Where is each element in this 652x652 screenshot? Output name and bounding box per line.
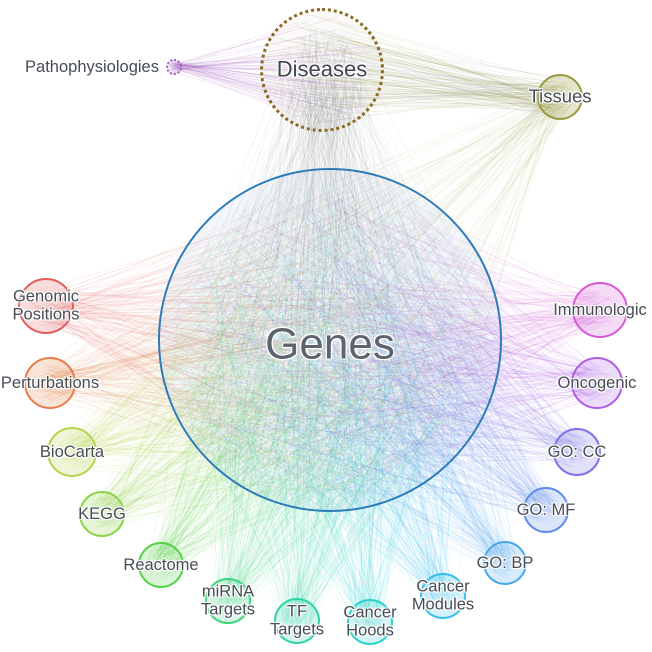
node-go-bp[interactable] [483,541,527,585]
node-diseases[interactable] [260,8,384,132]
node-genes[interactable] [158,168,502,512]
node-biocarta[interactable] [47,427,97,477]
node-oncogenic[interactable] [571,357,623,409]
node-cancer-modules[interactable] [420,573,466,619]
node-tf-targets[interactable] [274,598,320,644]
node-tissues[interactable] [537,74,583,120]
node-kegg[interactable] [79,491,125,537]
node-go-cc[interactable] [553,428,601,476]
node-perturbations[interactable] [24,357,76,409]
node-cancer-hoods[interactable] [347,599,393,645]
node-mirna-targets[interactable] [205,578,251,624]
node-genomic-positions[interactable] [18,278,74,334]
node-pathophysiologies[interactable] [166,59,182,75]
node-reactome[interactable] [138,542,184,588]
node-immunologic[interactable] [572,282,628,338]
node-go-mf[interactable] [523,487,569,533]
